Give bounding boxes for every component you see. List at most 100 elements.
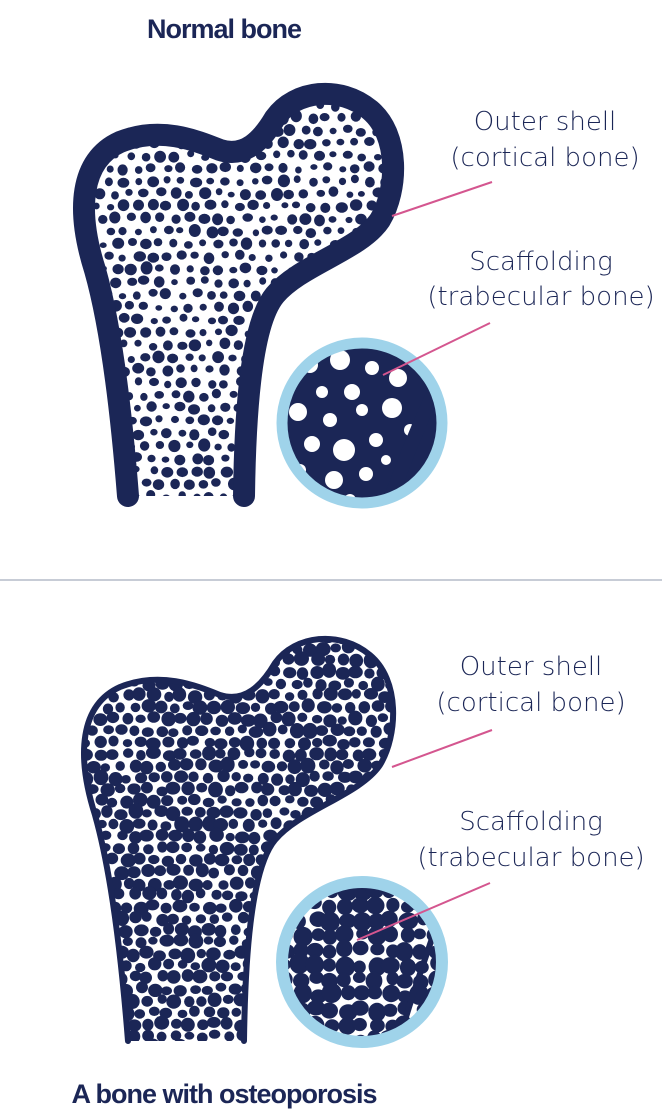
trabecular-pore bbox=[388, 279, 396, 286]
trabecular-pore bbox=[78, 925, 92, 937]
trabecular-pore bbox=[168, 440, 180, 452]
normal-trabecular-label-line1: Scaffolding bbox=[469, 247, 613, 277]
trabecular-pore bbox=[95, 959, 107, 971]
trabecular-pore bbox=[135, 963, 145, 972]
trabecular-pore bbox=[342, 261, 354, 274]
trabecular-pore bbox=[317, 867, 328, 876]
trabecular-pore bbox=[126, 99, 136, 108]
trabecular-pore bbox=[371, 621, 382, 630]
trabecular-pore bbox=[185, 417, 194, 425]
trabecular-pore bbox=[243, 819, 255, 832]
trabecular-pore bbox=[277, 761, 287, 771]
trabecular-pore bbox=[183, 701, 194, 710]
trabecular-pore bbox=[146, 163, 156, 172]
trabecular-pore bbox=[330, 829, 344, 841]
trabecular-pore bbox=[161, 795, 173, 806]
trabecular-pore bbox=[299, 150, 308, 160]
trabecular-pore bbox=[193, 114, 203, 122]
trabecular-pore bbox=[299, 213, 311, 225]
trabecular-pore bbox=[308, 855, 321, 867]
trabecular-pore bbox=[189, 903, 200, 912]
trabecular-pore bbox=[400, 782, 410, 793]
trabecular-pore bbox=[329, 216, 337, 223]
trabecular-pore bbox=[161, 903, 172, 914]
trabecular-pore bbox=[216, 960, 230, 973]
trabecular-pore bbox=[89, 891, 99, 901]
inset-blob bbox=[400, 959, 416, 977]
trabecular-pore bbox=[190, 89, 198, 96]
trabecular-pore bbox=[364, 630, 375, 641]
trabecular-pore bbox=[328, 278, 337, 287]
trabecular-pore bbox=[171, 279, 178, 285]
trabecular-pore bbox=[177, 250, 187, 259]
trabecular-pore bbox=[200, 329, 207, 336]
trabecular-pore bbox=[89, 404, 101, 416]
inset-gap bbox=[369, 433, 383, 447]
trabecular-pore bbox=[82, 393, 89, 401]
trabecular-pore bbox=[220, 641, 235, 657]
trabecular-pore bbox=[129, 726, 139, 737]
trabecular-pore bbox=[149, 772, 160, 782]
trabecular-pore bbox=[202, 880, 212, 890]
trabecular-pore bbox=[106, 114, 116, 123]
trabecular-pore bbox=[201, 632, 213, 644]
trabecular-pore bbox=[82, 984, 92, 994]
trabecular-pore bbox=[347, 192, 354, 198]
trabecular-pore bbox=[218, 316, 228, 325]
trabecular-pore bbox=[182, 807, 193, 816]
trabecular-pore bbox=[129, 887, 141, 899]
trabecular-pore bbox=[191, 962, 201, 970]
trabecular-pore bbox=[268, 901, 282, 915]
trabecular-pore bbox=[102, 678, 112, 689]
trabecular-pore bbox=[264, 368, 273, 376]
trabecular-pore bbox=[107, 1009, 119, 1019]
trabecular-pore bbox=[234, 291, 246, 301]
trabecular-pore bbox=[161, 628, 176, 644]
trabecular-pore bbox=[271, 712, 283, 723]
trabecular-pore bbox=[297, 797, 308, 807]
trabecular-pore bbox=[378, 290, 389, 300]
trabecular-pore bbox=[137, 653, 147, 664]
trabecular-pore bbox=[158, 970, 169, 981]
trabecular-pore bbox=[341, 277, 353, 287]
trabecular-pore bbox=[275, 1031, 285, 1040]
inset-blob bbox=[370, 943, 384, 955]
trabecular-pore bbox=[276, 844, 285, 852]
trabecular-pore bbox=[384, 302, 396, 313]
trabecular-pore bbox=[271, 330, 280, 338]
trabecular-pore bbox=[140, 441, 149, 451]
trabecular-pore bbox=[279, 465, 289, 475]
trabecular-pore bbox=[231, 924, 241, 935]
trabecular-pore bbox=[154, 276, 165, 287]
trabecular-pore bbox=[334, 810, 343, 818]
trabecular-pore bbox=[96, 652, 109, 665]
trabecular-pore bbox=[113, 620, 125, 631]
trabecular-pore bbox=[330, 620, 340, 631]
trabecular-pore bbox=[203, 773, 213, 784]
trabecular-pore bbox=[148, 253, 160, 263]
trabecular-pore bbox=[243, 665, 253, 675]
trabecular-pore bbox=[290, 622, 302, 632]
trabecular-pore bbox=[389, 1041, 404, 1054]
trabecular-pore bbox=[176, 76, 186, 85]
trabecular-pore bbox=[205, 365, 213, 372]
trabecular-pore bbox=[71, 700, 84, 713]
trabecular-pore bbox=[74, 645, 84, 654]
trabecular-pore bbox=[232, 855, 243, 864]
trabecular-pore bbox=[249, 845, 259, 856]
trabecular-pore bbox=[243, 774, 253, 783]
trabecular-pore bbox=[198, 438, 210, 451]
trabecular-pore bbox=[259, 240, 266, 248]
trabecular-pore bbox=[383, 832, 395, 845]
trabecular-pore bbox=[372, 783, 385, 794]
trabecular-pore bbox=[283, 190, 294, 199]
trabecular-pore bbox=[350, 854, 363, 866]
trabecular-pore bbox=[397, 620, 410, 634]
trabecular-pore bbox=[146, 367, 156, 376]
trabecular-pore bbox=[301, 329, 308, 336]
trabecular-pore bbox=[279, 622, 290, 632]
trabecular-pore bbox=[234, 78, 243, 86]
trabecular-pore bbox=[194, 494, 201, 501]
trabecular-pore bbox=[306, 203, 316, 212]
trabecular-pore bbox=[92, 899, 106, 912]
